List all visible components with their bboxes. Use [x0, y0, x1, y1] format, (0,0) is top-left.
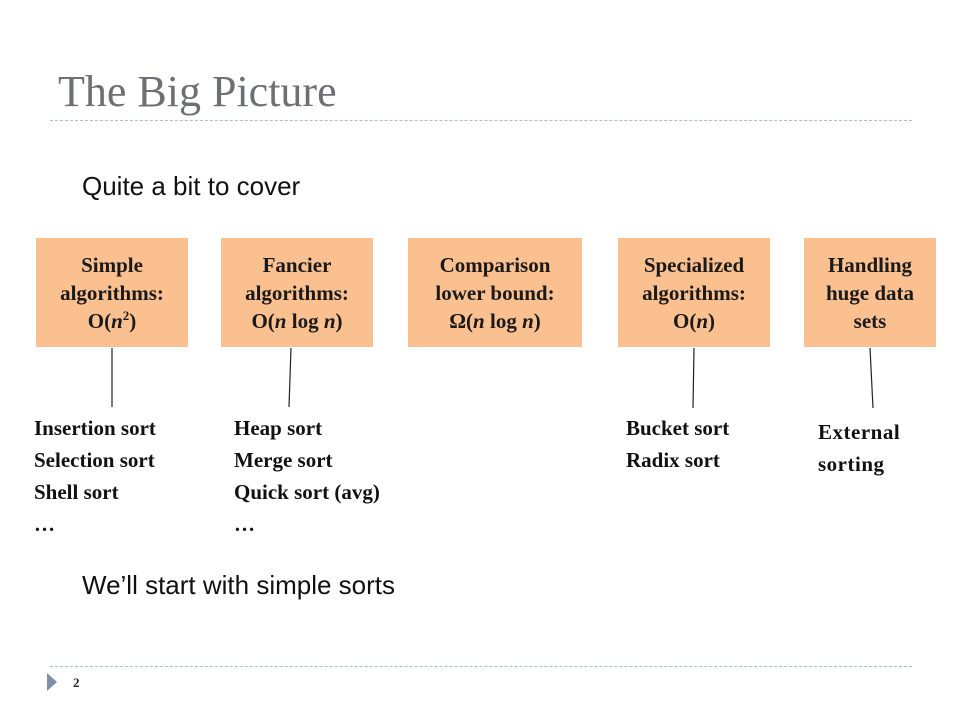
list-item: sorting [818, 452, 885, 476]
list-item: … [34, 512, 55, 536]
list-item: Insertion sort [34, 416, 156, 440]
box-line: Comparison [439, 252, 551, 277]
list-item: Quick sort (avg) [234, 480, 380, 504]
box-huge-data-sets: Handling huge data sets [804, 238, 936, 347]
box-simple-algorithms: Simple algorithms: O(n2) [36, 238, 188, 347]
list-fancier-sorts: Heap sort Merge sort Quick sort (avg) … [234, 412, 380, 540]
bullet-cover: Quite a bit to cover [82, 171, 301, 201]
box-line: algorithms: [642, 280, 746, 305]
box-line: Handling [827, 252, 913, 277]
list-item: Merge sort [234, 448, 333, 472]
box-line: huge data [825, 280, 915, 305]
connector-line-huge-data [869, 347, 874, 409]
box-specialized-algorithms: Specialized algorithms: O(n) [618, 238, 770, 347]
box-line: lower bound: [435, 280, 555, 305]
list-item: Selection sort [34, 448, 155, 472]
page-number: 2 [73, 675, 80, 690]
bullet-simple-sorts: We’ll start with simple sorts [82, 570, 396, 600]
title-divider [50, 120, 912, 121]
list-item: Radix sort [626, 448, 720, 472]
box-line: Simple [81, 252, 143, 277]
list-specialized-sorts: Bucket sort Radix sort [626, 412, 729, 476]
list-item: External [818, 420, 901, 444]
box-complexity: O(n2) [87, 307, 137, 333]
list-item: Heap sort [234, 416, 323, 440]
box-fancier-algorithms: Fancier algorithms: O(n log n) [221, 238, 373, 347]
box-line: algorithms: [60, 280, 164, 305]
connector-line-fancier [288, 347, 292, 408]
box-comparison-lower-bound: Comparison lower bound: Ω(n log n) [408, 238, 582, 347]
list-item: … [234, 512, 255, 536]
box-complexity: O(n log n) [251, 308, 343, 333]
box-complexity: O(n) [672, 308, 715, 333]
list-external-sorting: External sorting [818, 416, 900, 480]
box-line: sets [853, 308, 887, 333]
box-line: algorithms: [245, 280, 349, 305]
box-line: Fancier [262, 252, 332, 277]
list-simple-sorts: Insertion sort Selection sort Shell sort… [34, 412, 156, 540]
footer-triangle-icon [47, 673, 57, 691]
slide-title: The Big Picture [58, 67, 337, 116]
list-item: Shell sort [34, 480, 119, 504]
connector-line-specialized [692, 347, 695, 409]
box-complexity: Ω(n log n) [449, 308, 541, 333]
footer-divider [50, 666, 912, 667]
list-item: Bucket sort [626, 416, 730, 440]
box-line: Specialized [643, 252, 745, 277]
